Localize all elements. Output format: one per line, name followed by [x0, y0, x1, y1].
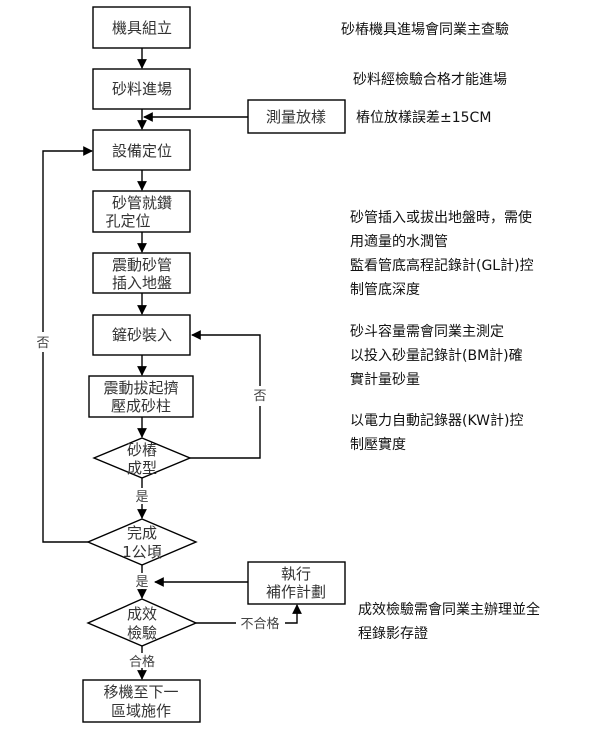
node-pile-formed-label-1: 砂樁 — [127, 441, 157, 459]
node-pipe-drill-position-label-2: 孔定位 — [105, 212, 150, 230]
node-equipment-positioning-label: 設備定位 — [112, 142, 172, 160]
note-test-witness: 成效檢驗需會同業主辦理並全 程錄影存證 — [358, 598, 540, 646]
node-shovel-sand-label: 鏟砂裝入 — [112, 326, 172, 344]
note-sand-volume: 砂斗容量需會同業主測定 以投入砂量記錄計(BM計)確 實計量砂量 — [350, 320, 523, 392]
edge-label-test-pass: 合格 — [129, 654, 155, 670]
note-line: 以投入砂量記錄計(BM計)確 — [350, 348, 523, 364]
note-line: 以電力自動記錄器(KW計)控 — [350, 413, 524, 429]
node-vibrate-insert — [92, 252, 191, 294]
note-line: 砂管插入或拔出地盤時，需使 — [350, 210, 532, 226]
note-line: 用適量的水潤管 — [350, 234, 448, 250]
node-one-hectare-done-label-1: 完成 — [127, 524, 157, 542]
note-line: 程錄影存證 — [358, 626, 428, 642]
node-effectiveness-test-label-1: 成效 — [127, 605, 157, 623]
node-sand-entry-label: 砂料進場 — [112, 80, 172, 98]
node-move-next-area — [82, 679, 201, 723]
note-compaction: 以電力自動記錄器(KW計)控 制壓實度 — [350, 409, 523, 457]
note-line: 監看管底高程記錄計(GL計)控 — [350, 258, 534, 274]
note-line: 砂樁機具進場會同業主查驗 — [341, 22, 509, 38]
node-one-hectare-done-label-2: 1公頃 — [122, 543, 162, 561]
note-equipment-check: 砂樁機具進場會同業主查驗 — [341, 18, 509, 42]
edge-test-fail-b — [285, 604, 302, 624]
edge-label-test-fail: 不合格 — [240, 616, 279, 632]
note-pipe-insertion: 砂管插入或拔出地盤時，需使 用適量的水潤管 監看管底高程記錄計(GL計)控 制管… — [350, 206, 534, 302]
edge-label-hectare-yes: 是 — [135, 575, 148, 590]
note-line: 樁位放樣誤差±15CM — [356, 110, 492, 126]
node-sand-entry — [92, 68, 191, 110]
edge-label-hectare-no: 否 — [36, 336, 49, 351]
node-pipe-drill-position — [92, 190, 191, 233]
note-line: 制壓實度 — [350, 437, 406, 453]
node-pipe-drill-position-label-1: 砂管就鑽 — [112, 194, 172, 212]
node-move-next-area-label-2: 區域施作 — [111, 702, 171, 720]
node-remedial-plan-label-1: 執行 — [281, 565, 311, 583]
note-line: 砂斗容量需會同業主測定 — [350, 324, 504, 340]
node-pile-formed — [92, 437, 192, 479]
node-one-hectare-done — [86, 518, 198, 566]
node-remedial-plan — [247, 561, 346, 605]
node-equipment-assembly-label: 機具組立 — [112, 19, 172, 37]
node-vibrate-extract-label-1: 震動拔起擠 — [103, 379, 178, 397]
note-line: 砂料經檢驗合格才能進場 — [353, 72, 507, 88]
note-sand-check: 砂料經檢驗合格才能進場 — [353, 68, 507, 92]
note-line: 制管底深度 — [350, 282, 420, 298]
node-equipment-assembly — [92, 6, 191, 49]
node-pile-formed-label-2: 成型 — [127, 459, 157, 477]
node-vibrate-extract — [88, 375, 194, 418]
node-survey-layout-label: 測量放樣 — [266, 108, 326, 126]
node-effectiveness-test-label-2: 檢驗 — [127, 624, 157, 642]
node-survey-layout — [247, 99, 346, 134]
node-remedial-plan-label-2: 補作計劃 — [266, 583, 326, 601]
edge-label-pile-yes: 是 — [135, 490, 148, 505]
node-move-next-area-label-1: 移機至下一 — [103, 683, 178, 701]
node-shovel-sand — [92, 314, 191, 356]
note-line: 成效檢驗需會同業主辦理並全 — [358, 602, 540, 618]
edge-label-pile-no: 否 — [253, 389, 266, 404]
node-vibrate-insert-label-1: 震動砂管 — [112, 256, 172, 274]
node-vibrate-extract-label-2: 壓成砂柱 — [111, 397, 171, 415]
node-equipment-positioning — [92, 129, 191, 171]
note-layout-tolerance: 樁位放樣誤差±15CM — [356, 106, 491, 130]
note-line: 實計量砂量 — [350, 372, 420, 388]
node-effectiveness-test — [86, 598, 198, 647]
node-vibrate-insert-label-2: 插入地盤 — [112, 274, 172, 292]
